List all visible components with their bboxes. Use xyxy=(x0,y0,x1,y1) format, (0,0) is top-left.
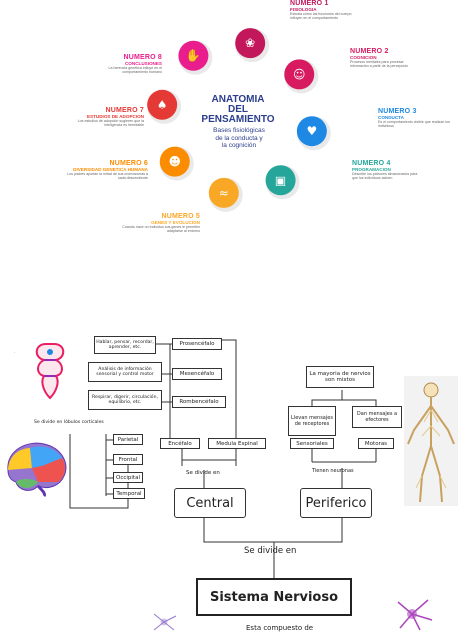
item-3-number: NUMERO 3 xyxy=(378,108,417,115)
center-subtitle: Bases fisiológicas de la conducta y la c… xyxy=(213,127,265,149)
item-4-number: NUMERO 4 xyxy=(352,160,391,167)
box-sensoriales-desc: Llevan mensajes de receptores xyxy=(288,406,336,436)
box-encefalo: Encéfalo xyxy=(160,438,200,449)
lobes-caption: Se divide en lóbulos corticales xyxy=(34,420,104,425)
item-1-bubble xyxy=(235,28,266,59)
item-7-number: NUMERO 7 xyxy=(105,107,144,114)
box-motoras: Motoras xyxy=(358,438,394,449)
box-prosencefalo: Prosencéfalo xyxy=(172,338,222,350)
nervios-sub-label: Tienen neuronas xyxy=(312,468,354,474)
monitor-icon: ▣ xyxy=(275,173,286,187)
head-brain-icon: ☺ xyxy=(293,67,306,81)
center-title: ANATOMIA DEL PENSAMIENTO xyxy=(200,95,276,125)
item-4-bubble xyxy=(265,165,296,196)
lobe-occipital: Occipital xyxy=(113,472,143,483)
item-8-circle: ✋ xyxy=(178,40,213,75)
item-2-bubble xyxy=(284,59,315,90)
center-title-line3: PENSAMIENTO xyxy=(201,114,275,125)
item-1-desc: Estudia cómo las funciones del cuerpo in… xyxy=(290,12,352,21)
item-2-number: NUMERO 2 xyxy=(350,48,389,55)
item-5-number: NUMERO 5 xyxy=(161,213,200,220)
item-6-bubble xyxy=(159,146,190,177)
item-1-subtitle: FISIOLOGIA xyxy=(290,7,317,12)
item-1-number: NUMERO 1 xyxy=(290,0,329,7)
center-title-line2: DEL xyxy=(228,104,248,115)
item-3-bubble xyxy=(296,116,327,147)
divides-label: Se divide en xyxy=(244,546,297,556)
item-3-circle: ♥ xyxy=(296,116,331,151)
handshake-icon: ✋ xyxy=(186,49,201,63)
central-divides-label: Se divide en xyxy=(186,470,220,476)
item-8-label: NUMERO 8 CONCLUSIONES La herencia genéti… xyxy=(86,54,162,75)
box-pros-desc: Hablar, pensar, recordar, aprender, etc. xyxy=(94,336,156,354)
item-8-desc: La herencia genética influye en el compo… xyxy=(108,66,162,75)
item-5-subtitle: GENES Y EVOLUCION xyxy=(151,220,200,225)
item-2-subtitle: COGNICION xyxy=(350,55,377,60)
item-6-number: NUMERO 6 xyxy=(109,160,148,167)
embryo-brain-illustration: · xyxy=(14,343,65,400)
people-icon: ☻ xyxy=(168,155,181,169)
item-4-desc: Describe los patrones almacenados para q… xyxy=(352,172,418,181)
lobe-parietal: Parietal xyxy=(113,434,143,445)
item-4-label: NUMERO 4 PROGRAMACION Describe los patro… xyxy=(352,160,424,181)
item-6-circle: ☻ xyxy=(159,146,194,181)
item-7-desc: Los estudios de adopción sugieren que la… xyxy=(77,119,144,128)
item-6-label: NUMERO 6 DIVERSIDAD GENETICA HUMANA Los … xyxy=(62,160,148,181)
item-7-label: NUMERO 7 ESTUDIOS DE ADOPCION Los estudi… xyxy=(62,107,144,128)
item-1-label: NUMERO 1 FISIOLOGIA Estudia cómo las fun… xyxy=(290,0,360,21)
item-2-label: NUMERO 2 COGNICION Procesos mentales par… xyxy=(350,48,422,69)
item-7-circle: ♠ xyxy=(147,89,182,124)
neuron-illustration-small xyxy=(153,613,177,631)
item-3-subtitle: CONDUCTA xyxy=(378,115,404,120)
item-7-subtitle: ESTUDIOS DE ADOPCION xyxy=(86,114,144,119)
concept-map: Prosencéfalo Mesencéfalo Rombencéfalo Ha… xyxy=(0,320,474,632)
box-romb-desc: Respirar, digerir, circulación, equilibr… xyxy=(88,390,162,410)
item-7-bubble xyxy=(147,89,178,120)
item-6-subtitle: DIVERSIDAD GENETICA HUMANA xyxy=(73,167,148,172)
item-8-bubble xyxy=(178,40,209,71)
box-medula: Medula Espinal xyxy=(208,438,266,449)
nervous-system-body-illustration xyxy=(404,376,458,506)
item-5-desc: Cuando nace un individuo sus genes le pe… xyxy=(122,225,200,234)
box-nervios: La mayoria de nervios son mixtos xyxy=(306,366,374,388)
item-8-subtitle: CONCLUSIONES xyxy=(124,61,162,66)
item-1-circle: ❀ xyxy=(235,28,270,63)
item-8-number: NUMERO 8 xyxy=(123,54,162,61)
map-connectors xyxy=(69,339,377,578)
box-rombencefalo: Rombencéfalo xyxy=(172,396,226,408)
item-5-label: NUMERO 5 GENES Y EVOLUCION Cuando nace u… xyxy=(118,213,200,234)
family-icon: ♠ xyxy=(157,98,168,112)
infographic: ❀ ☺ ♥ ▣ ≈ ☻ ♠ ✋ ANATOMIA DEL PENSAMIENTO Bases … xyxy=(0,0,474,280)
center-title-line1: ANATOMIA xyxy=(211,94,265,105)
item-5-circle: ≈ xyxy=(208,177,243,212)
infographic-ring: ❀ ☺ ♥ ▣ ≈ ☻ ♠ ✋ xyxy=(147,28,331,212)
dna-icon: ≈ xyxy=(219,186,229,200)
root-caption: Esta compuesto de xyxy=(246,624,314,632)
item-4-circle: ▣ xyxy=(265,165,300,200)
brain-icon: ❀ xyxy=(245,36,255,50)
svg-text:·: · xyxy=(14,351,15,355)
box-root: Sistema Nervioso xyxy=(196,578,352,616)
item-2-desc: Procesos mentales para procesar informac… xyxy=(350,60,409,69)
box-mes-desc: Análisis de información sensorial y cont… xyxy=(88,362,162,382)
item-6-desc: Los padres aportan la mitad de sus cromo… xyxy=(67,172,148,181)
neuron-illustration xyxy=(397,599,433,631)
brain-lobes-illustration xyxy=(7,442,67,498)
item-3-desc: Es el comportamiento visible que realiza… xyxy=(378,120,450,129)
box-mesencefalo: Mesencéfalo xyxy=(172,368,222,380)
hand-heart-icon: ♥ xyxy=(306,124,317,138)
box-periferico: Periferico xyxy=(300,488,372,518)
box-motoras-desc: Dan mensajes a efectores xyxy=(352,406,402,428)
item-2-circle: ☺ xyxy=(284,59,319,94)
lobe-temporal: Temporal xyxy=(113,488,145,499)
item-3-label: NUMERO 3 CONDUCTA Es el comportamiento v… xyxy=(378,108,450,129)
box-central: Central xyxy=(174,488,246,518)
box-sensoriales: Sensoriales xyxy=(290,438,334,449)
item-5-bubble xyxy=(208,177,239,208)
lobe-frontal: Frontal xyxy=(113,454,143,465)
item-4-subtitle: PROGRAMACION xyxy=(352,167,391,172)
